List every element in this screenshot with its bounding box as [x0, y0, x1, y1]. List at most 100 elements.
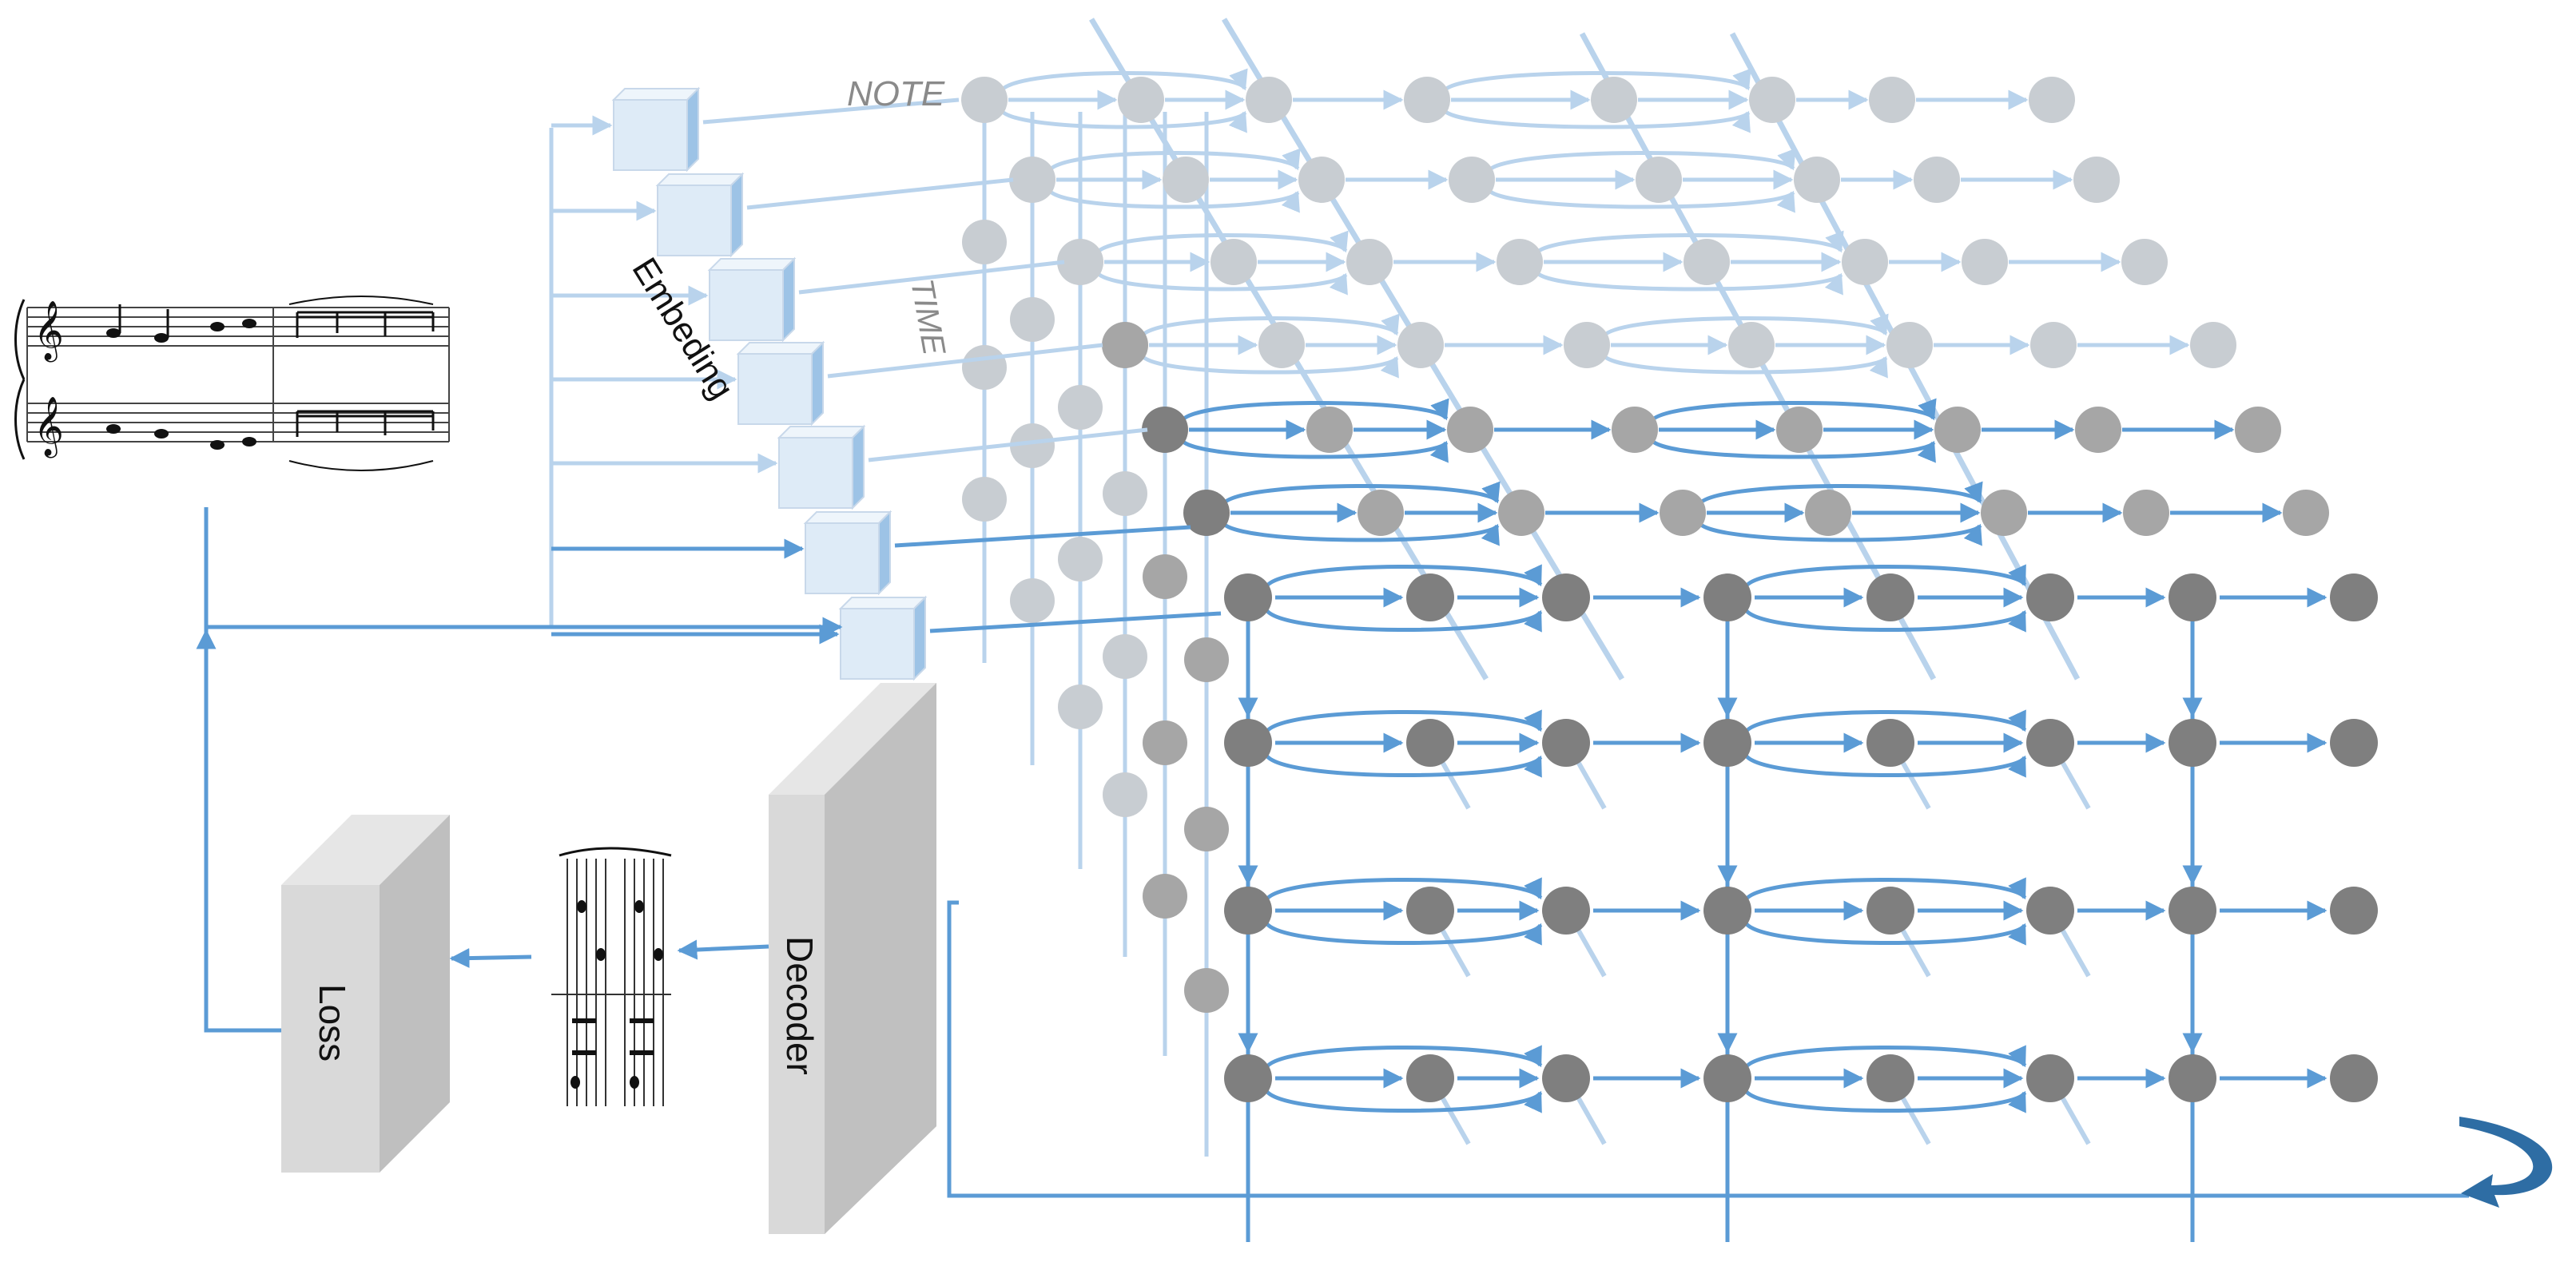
grid-node [1406, 573, 1454, 621]
faded-node [2283, 490, 2329, 536]
embedding-cube-front [709, 269, 784, 341]
embedding-cube-front [778, 437, 853, 509]
note-label: NOTE [847, 74, 945, 113]
grid-node [2330, 1054, 2378, 1102]
faded-skip-arc [1139, 313, 1400, 339]
svg-text:𝄞: 𝄞 [34, 301, 64, 363]
faded-column-node [1010, 578, 1055, 623]
faded-skip-arc [1441, 106, 1751, 133]
faded-column-node [1143, 554, 1187, 599]
faded-node [1346, 239, 1393, 285]
embedding-output-line [746, 177, 1014, 210]
faded-node [1009, 157, 1055, 203]
embedding-cube-top [838, 597, 928, 609]
faded-skip-arc [1220, 481, 1501, 508]
grid-node [1542, 719, 1590, 767]
grid-node [2026, 573, 2074, 621]
faded-node [1805, 490, 1851, 536]
output-sheet-music [551, 847, 672, 1106]
faded-node [1914, 157, 1960, 203]
grid-skip-arc-bottom [1263, 606, 1543, 633]
grid-skip-arc-top [1743, 709, 2027, 736]
faded-node [1210, 239, 1257, 285]
grid-node [1224, 719, 1272, 767]
faded-node [1057, 239, 1103, 285]
embedding-cube-front [613, 99, 688, 171]
faded-skip-arc [1485, 186, 1795, 213]
grid-node [2169, 887, 2216, 935]
faded-node [1497, 239, 1543, 285]
faded-node [1981, 490, 2027, 536]
embedding-cube-top [707, 258, 797, 271]
embedding-output-line [929, 611, 1222, 633]
faded-column-node [1143, 874, 1187, 919]
curved-return-arrow [2459, 1117, 2553, 1208]
faded-skip-arc [998, 106, 1247, 133]
grid-node [1406, 719, 1454, 767]
embedding-output-line [894, 525, 1191, 548]
faded-node [1962, 239, 2008, 285]
faded-node [1934, 407, 1981, 453]
grid-node [2026, 719, 2074, 767]
faded-node [1660, 490, 1706, 536]
faded-node [2121, 239, 2168, 285]
faded-column-node [1143, 720, 1187, 765]
grid-node [1866, 573, 1914, 621]
loss-label: Loss [312, 984, 353, 1062]
faded-skip-arc [1094, 230, 1349, 256]
faded-node [1842, 239, 1888, 285]
faded-node [1306, 407, 1353, 453]
front-lstm-grid [1224, 564, 2378, 1242]
grid-node [2330, 719, 2378, 767]
embedding-cube-top [611, 88, 701, 101]
faded-skip-arc [1094, 268, 1348, 296]
grid-node [1224, 1054, 1272, 1102]
grid-node [1224, 887, 1272, 935]
faded-node [1498, 490, 1544, 536]
faded-node [1404, 77, 1450, 123]
grid-skip-arc-top [1743, 564, 2027, 590]
faded-column-node [962, 477, 1007, 522]
embedding-output-line [827, 343, 1103, 379]
faded-skip-arc [1696, 481, 1983, 508]
faded-node [1183, 490, 1230, 536]
embedding-cube-side [811, 340, 824, 427]
grid-node [1406, 1054, 1454, 1102]
embedding-cube-side [782, 256, 795, 343]
faded-skip-arc [1648, 436, 1936, 463]
faded-skip-arc [998, 68, 1248, 94]
embedding-cube-top [736, 342, 825, 355]
faded-column-node [1184, 807, 1229, 851]
grid-skip-arc-top [1263, 1045, 1543, 1071]
faded-node [1397, 322, 1444, 368]
grid-skip-arc-top [1263, 564, 1543, 590]
grid-node [1542, 887, 1590, 935]
grid-node [1866, 719, 1914, 767]
faded-node [1684, 239, 1730, 285]
faded-column-node [1058, 385, 1103, 430]
time-label: TIME [904, 276, 952, 359]
faded-node [1142, 407, 1188, 453]
grid-skip-arc-bottom [1743, 606, 2027, 633]
faded-node [2235, 407, 2281, 453]
faded-node [1163, 157, 1209, 203]
embedding-cube-side [686, 86, 699, 173]
faded-node [1449, 157, 1495, 203]
faded-time-layers [961, 18, 2329, 1157]
grid-node [2330, 573, 2378, 621]
faded-skip-arc [1600, 313, 1889, 340]
grid-skip-arc-top [1743, 877, 2027, 903]
grid-skip-arc-bottom [1263, 919, 1543, 946]
faded-column-node [1184, 968, 1229, 1013]
faded-skip-arc [1046, 148, 1301, 174]
embedding-cube-top [777, 426, 866, 439]
faded-column-node [1010, 423, 1055, 468]
grid-node [1866, 1054, 1914, 1102]
faded-column-node [1058, 537, 1103, 581]
faded-skip-arc [1441, 68, 1751, 95]
embedding-cube-top [655, 173, 745, 186]
faded-skip-arc [1220, 519, 1500, 546]
grid-skip-arc-bottom [1263, 752, 1543, 778]
faded-node [2190, 322, 2236, 368]
